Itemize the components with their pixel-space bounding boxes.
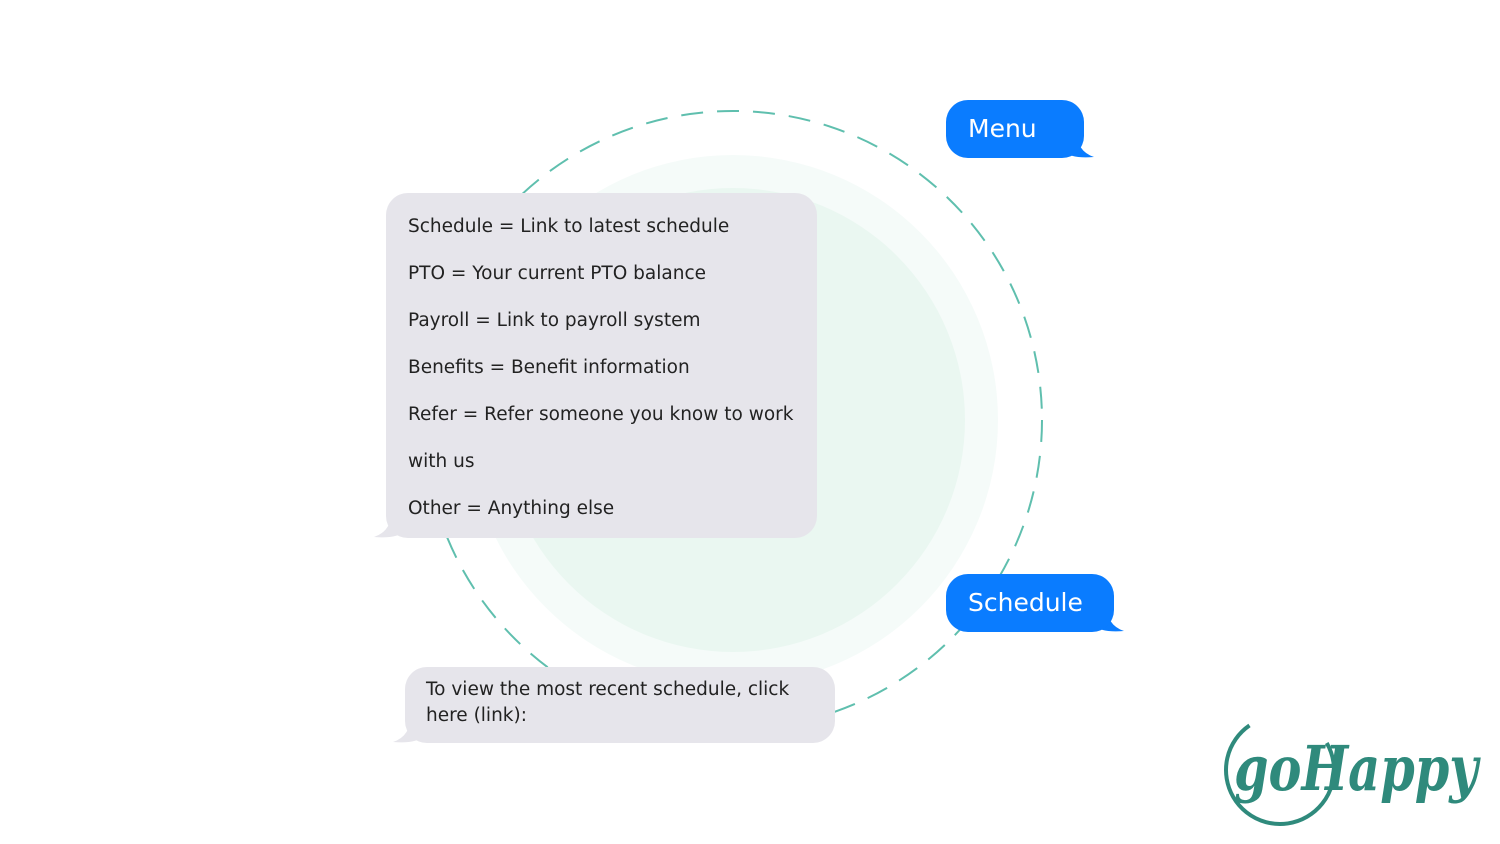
message-content: To view the most recent schedule, click … xyxy=(405,667,835,743)
gohappy-logo: goHappy xyxy=(1224,714,1481,826)
menu-option-other: Other = Anything else xyxy=(408,498,615,519)
menu-option-refer-continued: with us xyxy=(408,451,475,472)
logo-wordmark: goHappy xyxy=(1234,732,1481,805)
message-text: Menu xyxy=(946,100,1084,158)
reply-line-1: To view the most recent schedule, click xyxy=(426,679,790,700)
menu-option-refer: Refer = Refer someone you know to work xyxy=(408,404,794,425)
logo-swirl xyxy=(1224,714,1336,826)
message-text: Schedule xyxy=(946,574,1114,632)
message-content: Schedule = Link to latest schedule PTO =… xyxy=(386,193,817,538)
menu-option-benefits: Benefits = Benefit information xyxy=(408,357,690,378)
menu-option-schedule: Schedule = Link to latest schedule xyxy=(408,216,730,237)
reply-line-2: here (link): xyxy=(426,705,527,726)
message-bubble-schedule: Schedule xyxy=(946,574,1124,632)
menu-option-payroll: Payroll = Link to payroll system xyxy=(408,310,701,331)
menu-option-pto: PTO = Your current PTO balance xyxy=(408,263,707,284)
message-bubble-schedule-reply: To view the most recent schedule, click … xyxy=(393,667,835,743)
message-bubble-menu-options: Schedule = Link to latest schedule PTO =… xyxy=(374,193,817,538)
message-bubble-menu: Menu xyxy=(946,100,1094,158)
